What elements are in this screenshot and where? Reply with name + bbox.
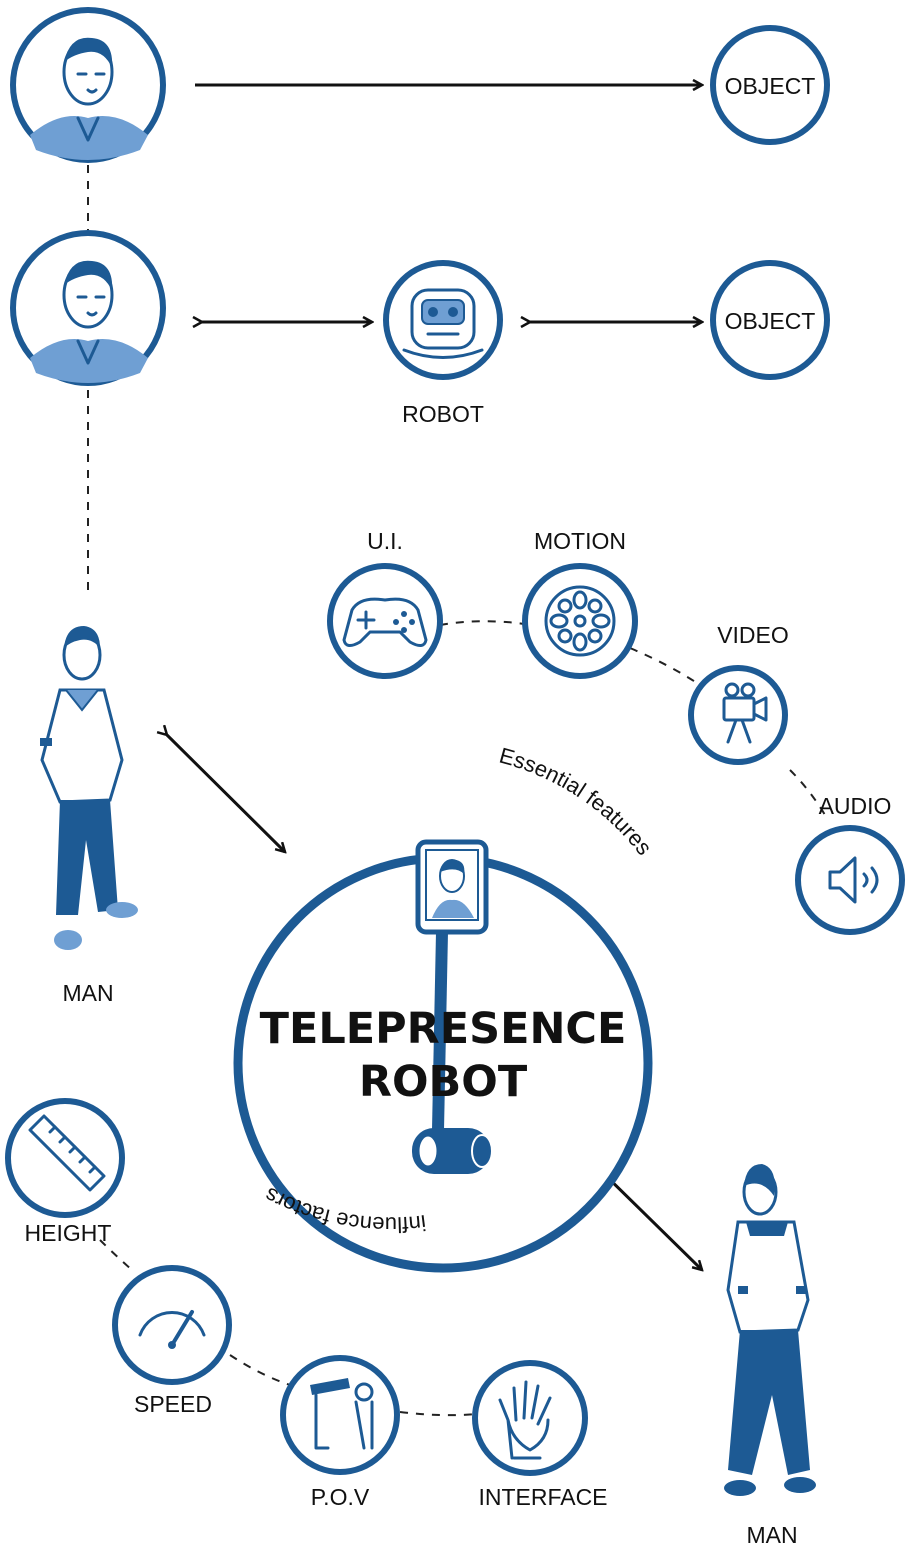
video-label: VIDEO <box>717 622 789 648</box>
hand-icon <box>498 1380 552 1460</box>
ui-label: U.I. <box>367 528 403 554</box>
audio-label: AUDIO <box>819 793 892 819</box>
telepresence-title-line1: TELEPRESENCE <box>260 1004 627 1054</box>
height-node <box>5 1098 125 1218</box>
video-camera-icon <box>722 682 768 744</box>
dashed-connector-video-audio <box>789 769 826 816</box>
dashed-connector-height-speed <box>99 1239 133 1271</box>
dashed-connector-motion-video <box>629 647 701 686</box>
standing-man-right <box>724 1164 816 1496</box>
object-node-top: OBJECT <box>710 25 830 145</box>
man-label-right: MAN <box>746 1522 797 1548</box>
person-avatar-middle <box>10 230 166 386</box>
robot-label: ROBOT <box>402 401 484 427</box>
person-avatar-top <box>10 7 166 163</box>
dashed-connector-pov-interface <box>399 1411 479 1417</box>
standing-man-left <box>40 626 138 950</box>
object-label-top: OBJECT <box>725 73 816 99</box>
film-reel-icon <box>544 585 616 657</box>
pov-node <box>280 1355 400 1475</box>
essential-features-label: Essential features <box>497 743 657 860</box>
robot-node <box>383 260 503 380</box>
pov-label: P.O.V <box>311 1484 370 1510</box>
speed-node <box>112 1265 232 1385</box>
telepresence-robot-icon <box>412 839 493 1174</box>
telescope-icon <box>310 1378 374 1450</box>
object-label-middle: OBJECT <box>725 308 816 334</box>
speaker-icon <box>828 856 879 904</box>
arrow-telepresence-man <box>597 1167 702 1270</box>
height-label: HEIGHT <box>25 1220 112 1246</box>
interface-node <box>472 1360 588 1476</box>
speed-label: SPEED <box>134 1391 212 1417</box>
arrow-man-telepresence <box>167 735 285 852</box>
dashed-connector-speed-pov <box>229 1354 291 1386</box>
object-node-middle: OBJECT <box>710 260 830 380</box>
man-label-left: MAN <box>62 980 113 1006</box>
video-node <box>688 665 788 765</box>
audio-node <box>795 825 905 935</box>
gamepad-icon <box>342 597 428 647</box>
ruler-icon <box>28 1114 106 1192</box>
ui-node <box>327 563 443 679</box>
robot-head-icon <box>402 288 484 359</box>
telepresence-robot-node: TELEPRESENCE ROBOT <box>233 839 653 1273</box>
motion-node <box>522 563 638 679</box>
speedometer-icon <box>138 1310 206 1349</box>
telepresence-title-line2: ROBOT <box>359 1057 528 1107</box>
motion-label: MOTION <box>534 528 626 554</box>
dashed-connector-ui-motion <box>439 620 526 626</box>
interface-label: INTERFACE <box>478 1484 607 1510</box>
